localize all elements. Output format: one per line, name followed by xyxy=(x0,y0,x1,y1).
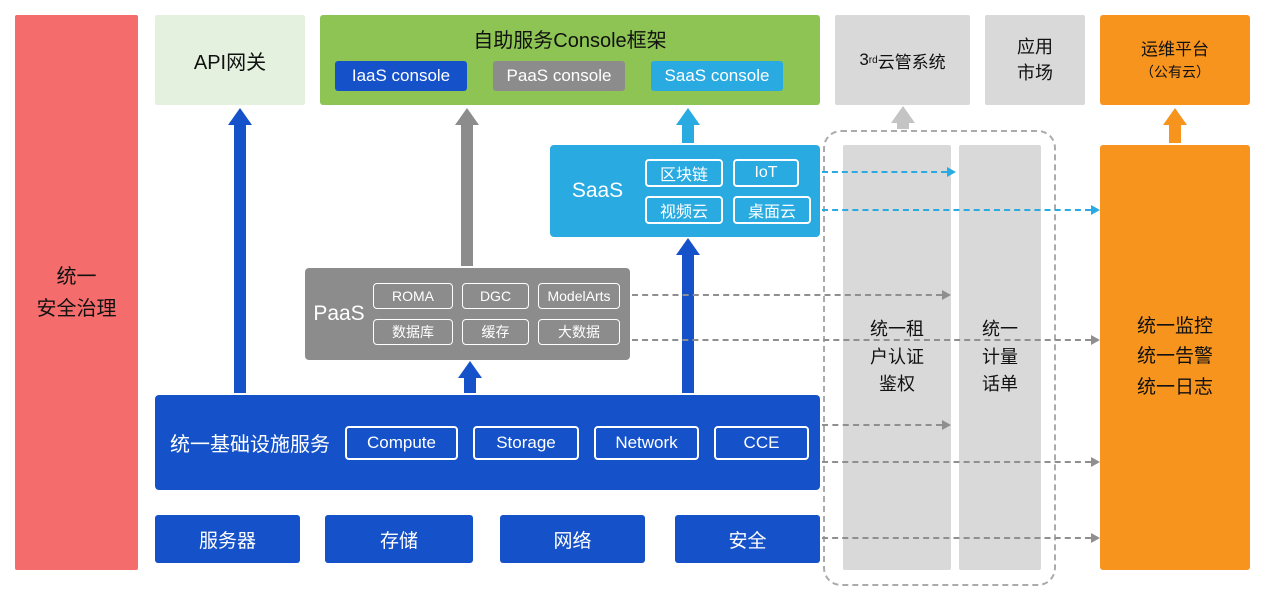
paas-console-chip: PaaS console xyxy=(493,61,625,91)
om-platform-line2: （公有云） xyxy=(1140,63,1210,80)
arrow-infra-to-api-gateway xyxy=(228,108,252,393)
paas-chip-bigdata: 大数据 xyxy=(538,319,620,345)
iaas-console-chip: IaaS console xyxy=(335,61,467,91)
paas-chip-dgc: DGC xyxy=(462,283,529,309)
dashed-arrow-saas-to-auth xyxy=(822,167,956,177)
infra-chip-storage: Storage xyxy=(473,425,579,460)
dashed-arrow-security-to-monitor xyxy=(822,533,1100,543)
console-chip-row: IaaS console PaaS console SaaS console xyxy=(320,61,820,91)
dashed-arrow-saas-to-monitor xyxy=(822,205,1100,215)
third-party-suffix: 云管系统 xyxy=(877,52,946,72)
saas-chip-video-cloud: 视频云 xyxy=(645,195,723,224)
arrow-infra-to-paas xyxy=(458,361,482,393)
paas-label: PaaS xyxy=(313,302,365,325)
arrow-to-third-party-cloud xyxy=(891,106,915,129)
arrow-head xyxy=(1091,457,1100,467)
arrow-shaft xyxy=(234,123,246,393)
saas-console-chip: SaaS console xyxy=(651,61,783,91)
infra-chip-network: Network xyxy=(594,425,699,460)
arrow-to-om-platform xyxy=(1163,108,1187,143)
arrow-shaft xyxy=(464,376,476,393)
saas-chip-blockchain: 区块链 xyxy=(645,158,723,187)
om-platform-box: 运维平台 （公有云） xyxy=(1100,15,1250,105)
arrow-shaft xyxy=(682,123,694,143)
saas-chip-desktop-cloud: 桌面云 xyxy=(733,195,811,224)
arrow-paas-to-console xyxy=(455,108,479,266)
paas-chip-roma: ROMA xyxy=(373,283,453,309)
third-party-superscript: rd xyxy=(868,54,878,66)
storage-box: 存储 xyxy=(325,515,473,563)
saas-chip-iot: IoT xyxy=(733,158,799,187)
paas-chip-cache: 缓存 xyxy=(462,319,529,345)
metering-bar: 统一 计量 话单 xyxy=(959,145,1041,570)
monitor-bar: 统一监控 统一告警 统一日志 xyxy=(1100,145,1250,570)
arrow-head xyxy=(455,108,479,125)
arrow-shaft xyxy=(897,121,909,129)
dashed-arrow-infra-to-auth xyxy=(822,420,951,430)
infra-chip-cce: CCE xyxy=(714,425,809,460)
arrow-head xyxy=(942,420,951,430)
server-box: 服务器 xyxy=(155,515,300,563)
api-gateway-box: API网关 xyxy=(155,15,305,105)
arrow-head xyxy=(676,238,700,255)
paas-box: PaaS ROMA DGC ModelArts 数据库 缓存 大数据 xyxy=(305,268,630,360)
arrow-head xyxy=(1091,533,1100,543)
arrow-head xyxy=(947,167,956,177)
infrastructure-label: 统一基础设施服务 xyxy=(170,434,330,456)
dashed-group-border xyxy=(823,130,1056,586)
infrastructure-box: 统一基础设施服务 Compute Storage Network CCE xyxy=(155,395,820,490)
console-framework-box: 自助服务Console框架 IaaS console PaaS console … xyxy=(320,15,820,105)
tenant-auth-bar: 统一租 户认证 鉴权 xyxy=(843,145,951,570)
dashed-arrow-paas-to-monitor xyxy=(632,335,1100,345)
paas-chip-modelarts: ModelArts xyxy=(538,283,620,309)
arrow-head xyxy=(1163,108,1187,125)
security-governance-bar: 统一 安全治理 xyxy=(15,15,138,570)
infrastructure-chip-row: Compute Storage Network CCE xyxy=(345,425,809,460)
console-framework-title: 自助服务Console框架 xyxy=(473,29,667,52)
paas-chip-grid: ROMA DGC ModelArts 数据库 缓存 大数据 xyxy=(373,283,620,345)
arrow-saas-to-console xyxy=(676,108,700,143)
arrow-head xyxy=(891,106,915,123)
saas-label: SaaS xyxy=(571,179,624,202)
saas-box: SaaS 区块链 IoT 视频云 桌面云 xyxy=(550,145,820,237)
dashed-arrow-paas-to-auth xyxy=(632,290,951,300)
saas-chip-grid: 区块链 IoT 视频云 桌面云 xyxy=(645,158,811,224)
paas-chip-database: 数据库 xyxy=(373,319,453,345)
arrow-head xyxy=(942,290,951,300)
arrow-head xyxy=(1091,205,1100,215)
arrow-head xyxy=(228,108,252,125)
dashed-arrow-infra-to-monitor xyxy=(822,457,1100,467)
security-box: 安全 xyxy=(675,515,820,563)
arrow-head xyxy=(1091,335,1100,345)
arrow-shaft xyxy=(682,253,694,393)
infra-chip-compute: Compute xyxy=(345,425,458,460)
arrow-shaft xyxy=(1169,123,1181,143)
arrow-shaft xyxy=(461,123,473,266)
third-party-prefix: 3 xyxy=(859,50,869,69)
app-market-box: 应用 市场 xyxy=(985,15,1085,105)
arrow-infra-to-saas xyxy=(676,238,700,393)
om-platform-line1: 运维平台 xyxy=(1141,40,1209,60)
arrow-head xyxy=(676,108,700,125)
network-box: 网络 xyxy=(500,515,645,563)
arrow-head xyxy=(458,361,482,378)
